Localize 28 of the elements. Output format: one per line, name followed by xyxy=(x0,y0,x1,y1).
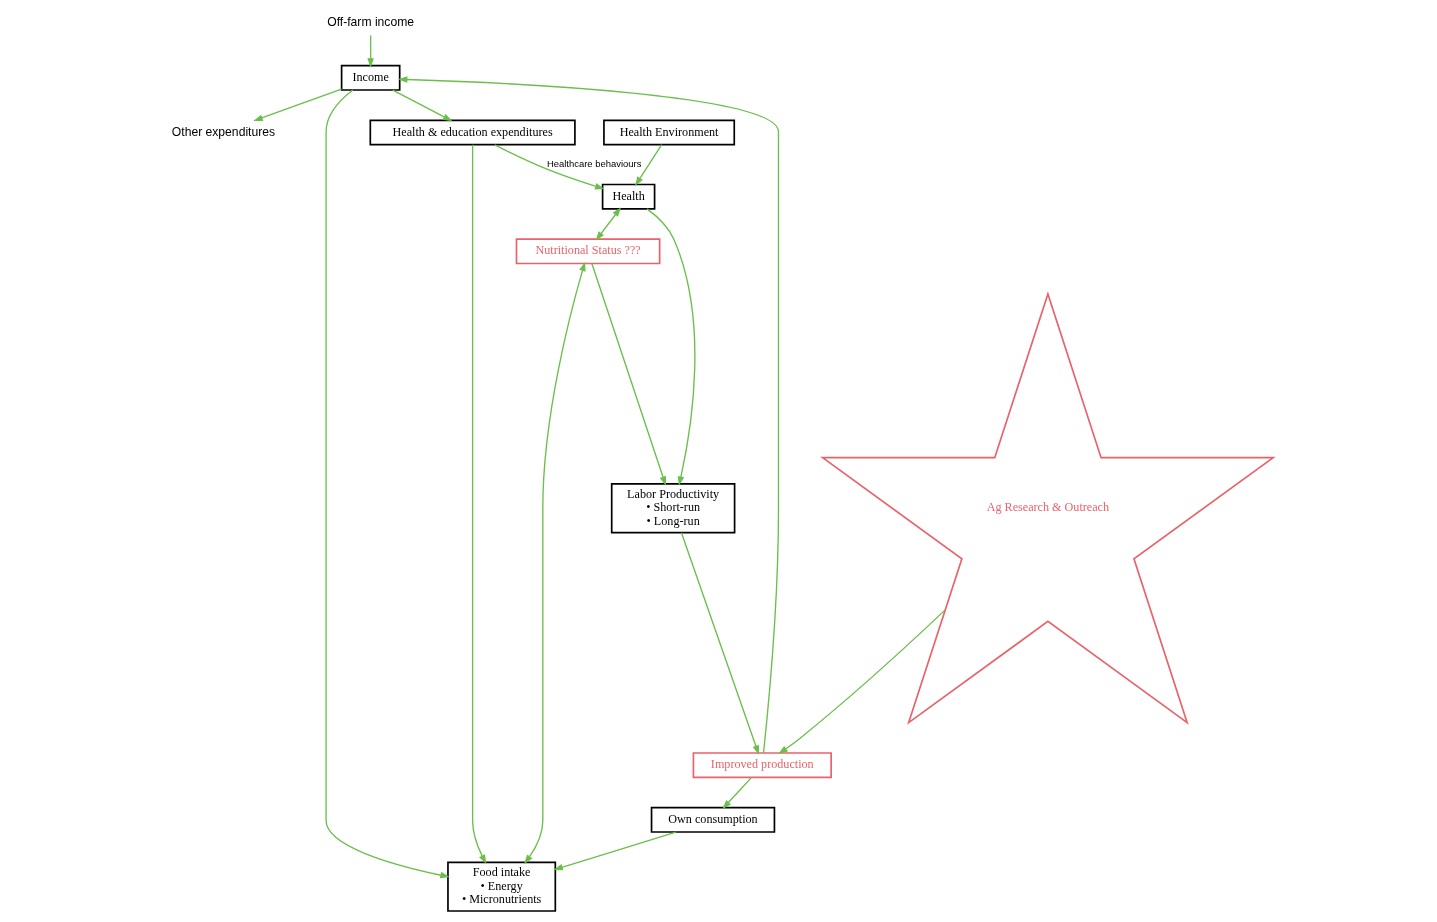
edge-label: Healthcare behaviours xyxy=(546,158,641,170)
node-box: Own consumption xyxy=(650,806,775,833)
node-box: Labor Productivity • Short-run • Long-run xyxy=(610,483,735,534)
arrow xyxy=(397,76,779,754)
arrow xyxy=(366,34,374,68)
arrow xyxy=(523,261,586,864)
node-box: Nutritional Status ??? xyxy=(515,238,660,265)
node-box: Health xyxy=(601,183,655,210)
node-text: Off-farm income xyxy=(326,15,414,30)
arrow xyxy=(595,207,621,241)
node-box: Health Environment xyxy=(602,119,735,146)
node-text: Other expenditures xyxy=(171,124,275,139)
node-box: Improved production xyxy=(692,752,832,779)
arrow xyxy=(493,144,605,190)
arrow xyxy=(680,532,759,755)
arrow xyxy=(777,609,946,755)
arrow xyxy=(252,88,342,121)
arrow xyxy=(471,144,486,865)
arrow xyxy=(391,89,452,122)
node-box: Food intake • Energy • Micronutrients xyxy=(446,861,556,912)
arrow xyxy=(645,208,695,486)
node-box: Income xyxy=(340,64,401,91)
arrow xyxy=(324,89,450,879)
arrow xyxy=(590,263,666,486)
node-box: Health & education expenditures xyxy=(368,119,576,146)
arrow xyxy=(552,831,677,871)
arrow xyxy=(634,144,662,187)
arrow xyxy=(721,776,752,810)
